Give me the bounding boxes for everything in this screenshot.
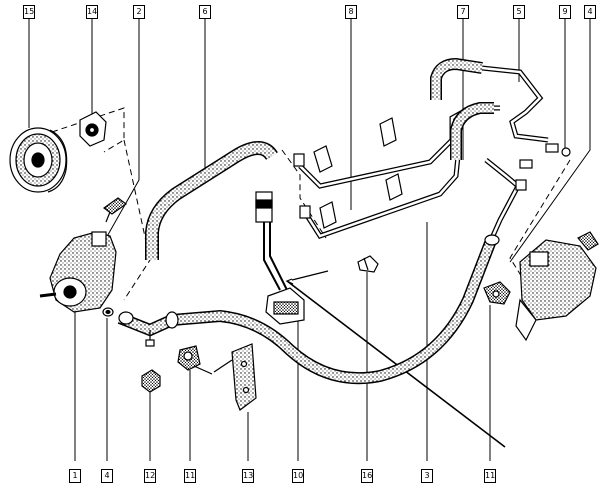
callout-5: 5 <box>513 5 525 19</box>
pulley <box>9 127 68 193</box>
callout-16: 16 <box>361 469 373 483</box>
callout-6: 6 <box>199 5 211 19</box>
callout-3: 3 <box>421 469 433 483</box>
pipe-brackets <box>313 117 403 229</box>
bracket-13 <box>213 343 257 411</box>
rigid-pipes <box>298 65 549 240</box>
pipe-fittings <box>293 143 571 219</box>
clip-11-left <box>177 345 213 375</box>
callout-15: 15 <box>23 5 35 19</box>
callout-4-top: 4 <box>584 5 596 19</box>
reservoir-10 <box>255 191 305 325</box>
nut-12 <box>141 369 161 393</box>
return-hose-3 <box>118 236 497 383</box>
steering-rack-end <box>515 231 599 342</box>
callout-11-left: 11 <box>184 469 196 483</box>
hose-7-lower <box>451 103 494 160</box>
callout-9: 9 <box>559 5 571 19</box>
callout-4-bottom: 4 <box>101 469 113 483</box>
callout-11-right: 11 <box>484 469 496 483</box>
clip-11-right <box>483 281 511 305</box>
callout-10: 10 <box>292 469 304 483</box>
callout-13: 13 <box>242 469 254 483</box>
steering-pump <box>39 231 117 313</box>
hose-clamps <box>165 234 500 329</box>
callout-12: 12 <box>144 469 156 483</box>
pulley-nut <box>79 111 107 147</box>
reservoir-cap <box>102 197 128 223</box>
clip-16 <box>357 255 379 273</box>
callout-8: 8 <box>345 5 357 19</box>
callout-14: 14 <box>86 5 98 19</box>
leader-lines <box>28 18 591 461</box>
hose-6 <box>146 142 277 260</box>
assembly-dash-lines <box>51 107 571 301</box>
callout-7: 7 <box>457 5 469 19</box>
union-fitting <box>118 311 155 347</box>
pump-washer <box>102 307 114 317</box>
hose-7-upper <box>431 59 483 100</box>
callout-2: 2 <box>133 5 145 19</box>
callout-1: 1 <box>69 469 81 483</box>
